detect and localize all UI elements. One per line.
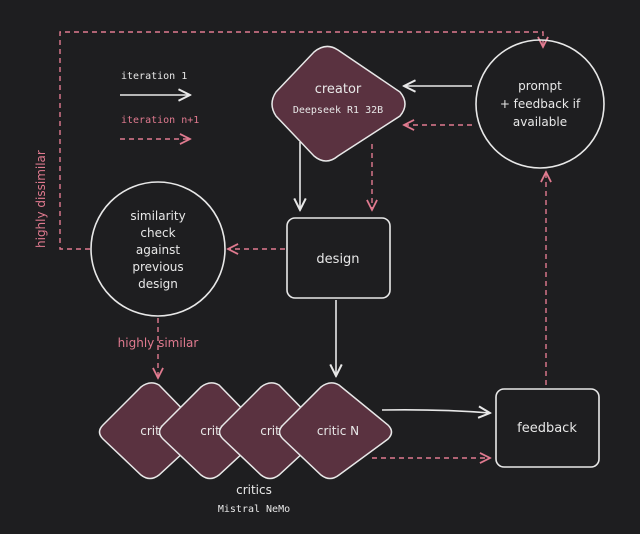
creator-model: Deepseek R1 32B (293, 105, 383, 116)
creator-node: creator Deepseek R1 32B (271, 45, 406, 162)
highly-similar-label: highly similar (118, 336, 199, 350)
similarity-line-2: check (140, 226, 175, 240)
critics-to-feedback-edge (381, 410, 490, 413)
similarity-node: similarity check against previous design (90, 181, 226, 317)
creator-title: creator (315, 82, 362, 97)
similarity-line-3: against (136, 243, 181, 257)
feedback-node: feedback (495, 388, 600, 468)
prompt-line-3: available (513, 115, 567, 129)
critics-group-title: critics (236, 483, 272, 497)
prompt-line-2: + feedback if (500, 97, 581, 111)
loop-dissimilar-edge (59, 31, 543, 250)
critics-group-model: Mistral NeMo (218, 504, 290, 515)
prompt-line-1: prompt (518, 79, 562, 93)
similarity-line-1: similarity (130, 209, 185, 223)
design-label: design (316, 252, 359, 267)
critic-label-n: critic N (317, 424, 359, 438)
prompt-node: prompt + feedback if available (475, 39, 605, 169)
feedback-label: feedback (517, 421, 577, 436)
critic-node-n: critic N (278, 382, 393, 480)
legend-iteration-n: iteration n+1 (121, 115, 199, 126)
similarity-line-5: design (138, 277, 178, 291)
similarity-line-4: previous (132, 260, 183, 274)
highly-dissimilar-label: highly dissimilar (34, 150, 48, 248)
legend-iteration-1: iteration 1 (121, 71, 187, 82)
design-node: design (286, 217, 391, 299)
